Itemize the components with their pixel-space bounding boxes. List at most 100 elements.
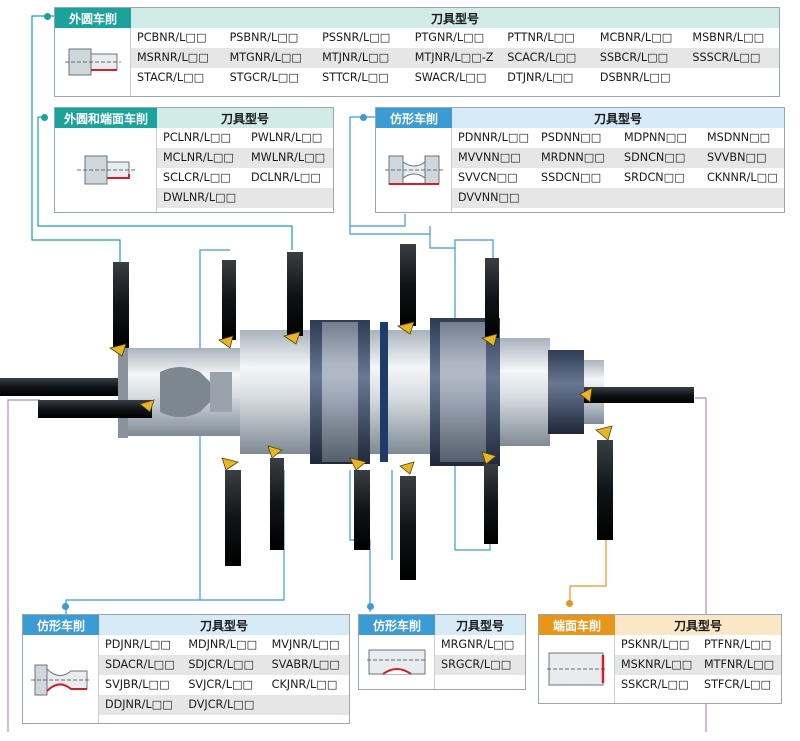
model-item: MTJNR/L□□	[316, 48, 409, 68]
model-item: SDACR/L□□	[99, 655, 183, 675]
model-item: MSDNN□□	[707, 131, 771, 144]
panel-header: 刀具型号	[220, 111, 269, 126]
model-item: PWLNR/L□□	[251, 131, 323, 144]
copy-turning-spool-icon	[376, 128, 452, 212]
model-item: PTTNR/L□□	[507, 31, 575, 44]
model-item: PCLNR/L□□	[163, 131, 232, 144]
model-item: PSDNN□□	[541, 131, 602, 144]
model-item: SVABR/L□□	[265, 655, 349, 675]
model-grid: PSKNR/L□□ PTFNR/L□□ MSKNR/L□□ MTFNR/L□□ …	[615, 635, 781, 703]
connector-dot	[44, 13, 51, 20]
model-item-empty	[245, 188, 333, 208]
model-item: MDPNN□□	[624, 131, 687, 144]
model-grid: PDJNR/L□□ MDJNR/L□□ MVJNR/L□□ SDACR/L□□ …	[99, 635, 349, 723]
panel-header: 刀具型号	[593, 111, 642, 126]
left-lower-boring-bar	[38, 400, 152, 418]
tool-top-1	[113, 262, 129, 348]
model-item: DCLNR/L□□	[251, 171, 321, 184]
panel-header: 刀具型号	[673, 618, 722, 633]
model-item: SSBCR/L□□	[593, 48, 687, 68]
panel-outer-face-turning: 外圆和端面车削 刀具型号 PCLNR/L□□ PWLNR/L□□ MCLNR/L…	[54, 107, 334, 213]
model-item: CKNNR/L□□	[707, 171, 778, 184]
tool-bottom-6	[597, 440, 613, 540]
panel-tag: 仿形车削	[376, 108, 452, 128]
model-item: PDJNR/L□□	[105, 638, 171, 651]
model-grid: PCLNR/L□□ PWLNR/L□□ MCLNR/L□□ MWLNR/L□□ …	[157, 128, 333, 212]
model-item: MWLNR/L□□	[245, 148, 333, 168]
model-item: PTFNR/L□□	[704, 638, 772, 651]
model-item: PSKNR/L□□	[621, 638, 690, 651]
tool-top-4	[400, 244, 416, 326]
model-item: SVJBR/L□□	[105, 678, 170, 691]
model-item: MSKNR/L□□	[615, 655, 698, 675]
tool-bottom-4	[400, 476, 416, 580]
panel-header: 刀具型号	[199, 618, 248, 633]
tool-top-3	[287, 252, 303, 336]
turning-tool-holder-icon	[113, 244, 613, 580]
model-item: MSBNR/L□□	[692, 31, 765, 44]
cutting-inserts	[109, 321, 613, 475]
model-grid: PCBNR/L□□ PSBNR/L□□ PSSNR/L□□ PTGNR/L□□ …	[131, 28, 779, 96]
connector-dot	[62, 603, 69, 610]
model-item: SRDCN□□	[624, 171, 685, 184]
right-boring-bar	[584, 387, 694, 403]
tool-bottom-5	[484, 464, 498, 544]
model-grid: MRGNR/L□□ SRGCR/L□□	[435, 635, 525, 689]
leader-copy-top-right	[429, 226, 494, 258]
model-item: SVVCN□□	[458, 171, 518, 184]
model-item: SCLCR/L□□	[163, 171, 231, 184]
model-item-empty	[535, 188, 618, 208]
model-item: SDNCN□□	[618, 148, 701, 168]
model-item: SVJCR/L□□	[188, 678, 254, 691]
model-item: SRGCR/L□□	[435, 655, 525, 675]
model-item: PCBNR/L□□	[137, 31, 207, 44]
leader-copy-bottom	[65, 468, 201, 618]
outer-turning-workpiece-icon	[55, 28, 131, 96]
model-item: MRGNR/L□□	[441, 638, 515, 651]
connector-dot	[367, 603, 374, 610]
model-item: MCBNR/L□□	[599, 31, 673, 44]
model-item-empty	[701, 188, 784, 208]
model-item: SDJCR/L□□	[182, 655, 266, 675]
model-item: MVJNR/L□□	[271, 638, 340, 651]
model-item: STGCR/L□□	[229, 71, 299, 84]
panel-tag: 仿形车削	[23, 615, 99, 635]
model-item: PSBNR/L□□	[229, 31, 299, 44]
panel-copy-turning-bottom: 仿形车削 刀具型号 PDJNR/L□□ MDJNR/L□□ MVJNR/L□□ …	[22, 614, 350, 724]
copy-turning-groove-icon	[359, 635, 435, 689]
model-item: DWLNR/L□□	[157, 188, 245, 208]
model-item: MTGNR/L□□	[223, 48, 317, 68]
model-item: DTJNR/L□□	[507, 71, 574, 84]
model-item: MSRNR/L□□	[131, 48, 224, 68]
model-item: PDNNR/L□□	[458, 131, 530, 144]
model-item-empty	[265, 695, 349, 715]
model-item: MRDNN□□	[535, 148, 618, 168]
model-item: DSBNR/L□□	[599, 71, 671, 84]
tool-top-5	[485, 258, 499, 338]
tool-bottom-1	[225, 470, 241, 566]
model-item: DVVNN□□	[452, 188, 535, 208]
model-item: STACR/L□□	[137, 71, 205, 84]
panel-face-turning: 端面车削 刀具型号 PSKNR/L□□ PTFNR/L□□ MSKNR/L□□ …	[538, 614, 782, 704]
model-item: SCACR/L□□	[501, 48, 594, 68]
model-item: STFCR/L□□	[704, 678, 772, 691]
leader-outer-turning	[31, 15, 121, 262]
model-item: PTGNR/L□□	[414, 31, 485, 44]
model-item-empty	[618, 188, 701, 208]
panel-copy-turning-mid: 仿形车削 刀具型号 MRGNR/L□□ SRGCR/L□□	[358, 614, 526, 690]
panel-header: 刀具型号	[455, 618, 504, 633]
panel-header: 刀具型号	[430, 11, 479, 26]
turned-shaft-workpiece-icon	[118, 318, 604, 466]
model-item: MTJNR/L□□-Z	[408, 48, 502, 68]
model-item: MVVNN□□	[452, 148, 535, 168]
model-item: SSKCR/L□□	[621, 678, 689, 691]
connector-dot	[566, 600, 573, 607]
panel-tag: 仿形车削	[359, 615, 435, 635]
left-boring-bar	[0, 378, 120, 396]
model-item: DDJNR/L□□	[99, 695, 183, 715]
leader-bore-left	[7, 399, 40, 732]
connector-dot	[360, 114, 367, 121]
model-item: MCLNR/L□□	[157, 148, 245, 168]
model-item: PSSNR/L□□	[322, 31, 391, 44]
model-item: SSDCN□□	[541, 171, 602, 184]
